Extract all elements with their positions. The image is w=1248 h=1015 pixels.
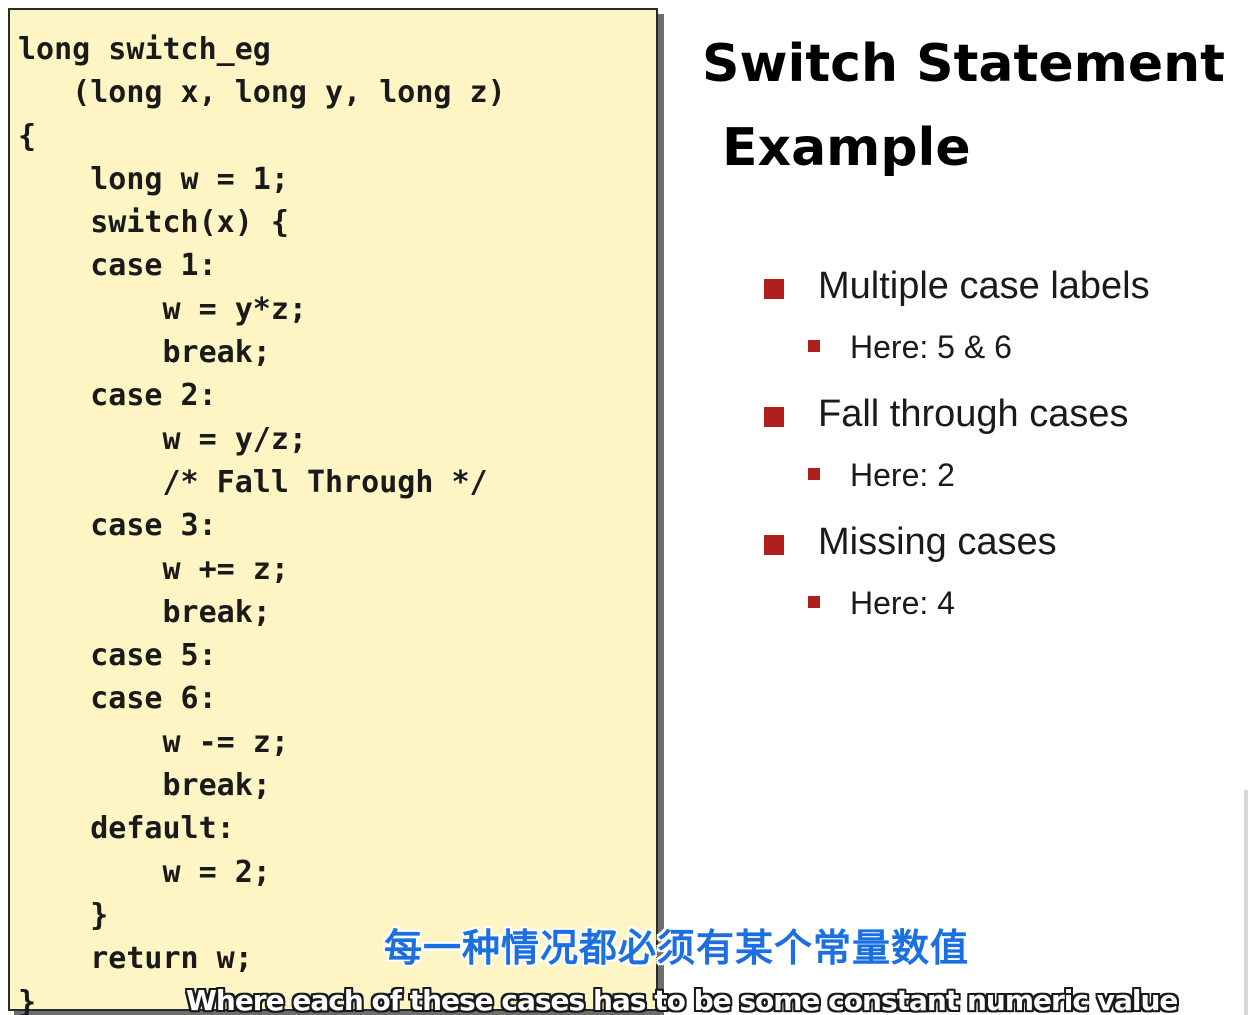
sub-bullet-text: Here: 5 & 6 [850,329,1012,365]
slide-title-line1: Switch Statement [702,34,1225,94]
caption-english: Where each of these cases has to be some… [186,984,1178,1015]
slide-title: Switch Statement Example [702,22,1242,190]
code-line: w = 2; [18,854,271,890]
square-bullet-icon [764,279,784,299]
code-line: break; [18,768,271,804]
code-line: break; [18,335,271,371]
code-line: long switch_eg [18,32,271,67]
bullet-item: Multiple case labels [762,258,1242,314]
bullet-text: Fall through cases [818,393,1129,435]
code-line: } [18,897,109,933]
code-line: w -= z; [18,724,289,760]
sub-bullet-text: Here: 4 [850,585,955,621]
sub-bullet-item: Here: 2 [762,442,1242,514]
sub-bullet-item: Here: 5 & 6 [762,314,1242,386]
sub-bullet-text: Here: 2 [850,457,955,493]
code-line: return w; [18,941,253,977]
small-square-bullet-icon [808,340,820,352]
square-bullet-icon [764,535,784,555]
code-line: w = y*z; [18,291,307,327]
square-bullet-icon [764,407,784,427]
bullet-item: Missing cases [762,514,1242,570]
bullet-list: Multiple case labels Here: 5 & 6 Fall th… [762,258,1242,642]
small-square-bullet-icon [808,468,820,480]
code-line: long w = 1; [18,161,289,197]
caption-chinese: 每一种情况都必须有某个常量数值 [384,926,970,970]
code-line: break; [18,594,271,630]
code-line: } [18,984,37,1015]
code-line: case 6: [18,681,217,717]
code-line: (long x, long y, long z) [18,75,506,111]
bullet-text: Missing cases [818,521,1057,563]
edge-strip [1244,790,1248,1015]
code-line: case 1: [18,248,217,284]
code-line: case 5: [18,638,217,674]
code-line: case 3: [18,508,217,544]
code-panel: long switch_eg (long x, long y, long z) {… [8,8,658,1015]
code-listing: long switch_eg (long x, long y, long z) {… [18,28,506,1015]
code-line: default: [18,811,235,847]
code-line: switch(x) { [18,205,289,241]
code-line: /* Fall Through */ [18,464,488,500]
code-line: w = y/z; [18,421,307,457]
bullet-item: Fall through cases [762,386,1242,442]
code-line: case 2: [18,378,217,414]
sub-bullet-item: Here: 4 [762,570,1242,642]
code-line: w += z; [18,551,289,587]
slide-title-line2: Example [722,118,971,178]
bullet-text: Multiple case labels [818,265,1150,307]
code-line: { [18,118,37,154]
small-square-bullet-icon [808,596,820,608]
